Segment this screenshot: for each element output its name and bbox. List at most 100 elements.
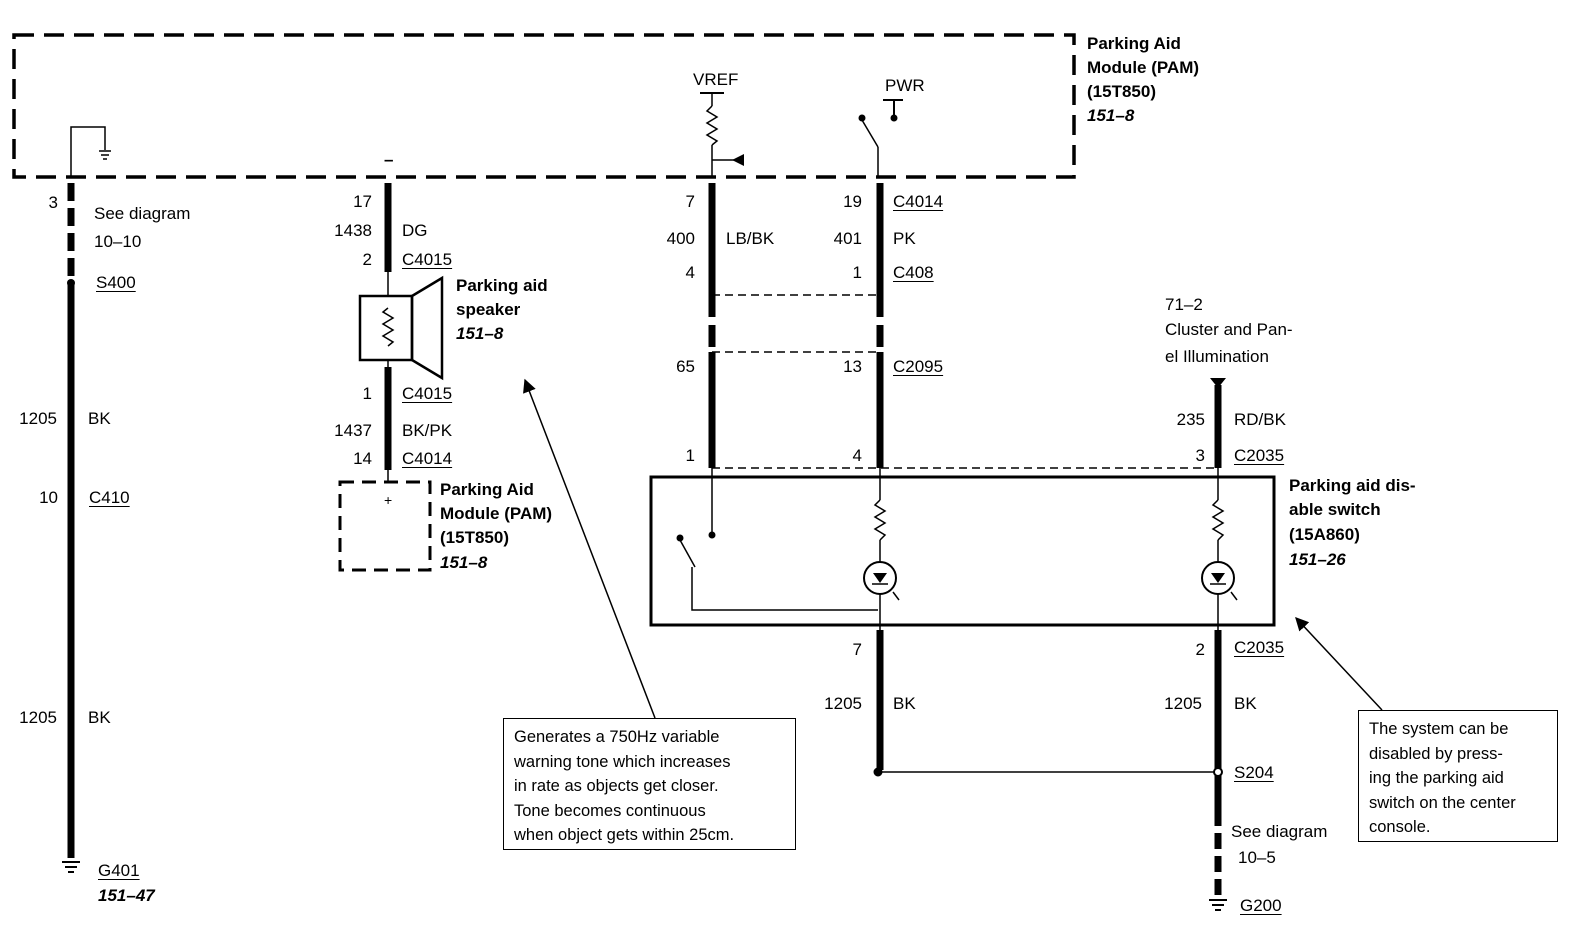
note-right-line: The system can be (1369, 720, 1509, 738)
connector-c4014-left: C4014 (402, 449, 453, 468)
pam-ref: 151–8 (1087, 106, 1135, 125)
ground-g401-ref: 151–47 (98, 886, 155, 905)
circuit-400: 400 (666, 229, 695, 248)
vref-resistor (705, 105, 719, 146)
pam-plus-label: + (384, 492, 393, 508)
note-left-line: warning tone which increases (514, 752, 731, 771)
illumination-line2: el Illumination (1165, 347, 1269, 366)
pin-19: 19 (843, 192, 862, 211)
circuit-1205-right: 1205 (1164, 694, 1202, 713)
speaker-cone (410, 275, 444, 381)
circuit-1437: 1437 (334, 421, 372, 440)
speaker-body (358, 294, 414, 362)
vref-sense-arrow (732, 154, 744, 166)
pin-2-bottom: 2 (1195, 640, 1205, 659)
bottom-see-diagram: See diagram (1231, 822, 1328, 841)
illumination-ref: 71–2 (1165, 295, 1203, 314)
speaker-ref: 151–8 (456, 324, 504, 343)
note-left-line: Tone becomes continuous (514, 801, 706, 820)
connector-c2035-top: C2035 (1234, 446, 1285, 465)
note-left-line: in rate as objects get closer. (514, 777, 719, 795)
speaker-pin-1: 1 (362, 384, 372, 403)
bottom-see-diagram-ref: 10–5 (1238, 848, 1276, 867)
circuit-1438: 1438 (334, 221, 372, 240)
note-disable-switch: The system can be disabled by press- ing… (1358, 710, 1558, 842)
pin-4-c2035: 4 (852, 446, 862, 465)
circuit-235: 235 (1176, 410, 1205, 429)
pam-lower-part-number: (15T850) (440, 528, 509, 547)
note-right-arrow (1295, 617, 1383, 711)
note-speaker-tone: Generates a 750Hz variable warning tone … (503, 718, 796, 850)
color-bkpk: BK/PK (402, 421, 453, 440)
connector-c4015-bottom: C4015 (402, 384, 453, 403)
note-right-line: switch on the center (1369, 793, 1516, 812)
g401-ground-icon (62, 861, 80, 873)
pam-internal-ground-wire (70, 126, 106, 177)
speaker-minus-label: – (384, 150, 394, 169)
left-color-bk: BK (88, 409, 111, 428)
pwr-label: PWR (885, 76, 925, 95)
switch-resistor-2 (1211, 499, 1225, 541)
pam-lower-ref: 151–8 (440, 553, 488, 572)
illumination-feed-arrow (1210, 378, 1226, 388)
speaker-pin-14: 14 (353, 449, 372, 468)
pin-3-c2035: 3 (1195, 446, 1205, 465)
left-circuit-1205: 1205 (19, 409, 57, 428)
switch-box (649, 475, 1276, 627)
pin-65: 65 (676, 357, 695, 376)
color-lbbk: LB/BK (726, 229, 775, 248)
g200-ground-icon (1209, 899, 1227, 911)
left-circuit-1205-b: 1205 (19, 708, 57, 727)
note-right-line: console. (1369, 818, 1431, 836)
left-see-diagram-ref: 10–10 (94, 232, 142, 251)
color-pk: PK (893, 229, 916, 248)
pwr-switch-blade (861, 119, 879, 148)
note-left-line: when object gets within 25cm. (514, 826, 735, 844)
connector-c4014-right: C4014 (893, 192, 944, 211)
color-rdbk: RD/BK (1234, 410, 1286, 429)
pam-part-number: (15T850) (1087, 82, 1156, 101)
connector-c410: C410 (89, 488, 130, 507)
pin-7-top: 7 (685, 192, 695, 211)
note-left-line: Generates a 750Hz variable (514, 728, 720, 746)
switch-title-line2: able switch (1289, 500, 1381, 519)
left-pin-3: 3 (48, 193, 58, 212)
color-dg: DG (402, 221, 428, 240)
note-left-arrow (523, 378, 656, 719)
connector-c408: C408 (893, 263, 934, 282)
speaker-title-line2: speaker (456, 300, 521, 319)
speaker-pin-2: 2 (362, 250, 372, 269)
pam-title-line2: Module (PAM) (1087, 58, 1200, 77)
connector-c4015-top: C4015 (402, 250, 453, 269)
vref-label: VREF (693, 70, 739, 89)
speaker-title-line1: Parking aid (456, 276, 548, 295)
splice-s400: S400 (96, 273, 136, 292)
connector-c2095: C2095 (893, 357, 944, 376)
pin-1-c408: 1 (852, 263, 862, 282)
ground-g200: G200 (1240, 896, 1282, 915)
pam-title-line1: Parking Aid (1087, 34, 1181, 53)
pin-13: 13 (843, 357, 862, 376)
switch-part-number: (15A860) (1289, 525, 1360, 544)
switch-title-line1: Parking aid dis- (1289, 476, 1416, 495)
connector-c2035-bottom: C2035 (1234, 638, 1285, 657)
left-color-bk-b: BK (88, 708, 111, 727)
note-right-line: ing the parking aid (1369, 769, 1504, 787)
pin-7-bottom: 7 (852, 640, 862, 659)
disable-switch-blade (679, 539, 696, 568)
illumination-line1: Cluster and Pan- (1165, 320, 1293, 339)
color-bk-right: BK (1234, 694, 1257, 713)
pam-internal-ground-icon (99, 150, 111, 160)
switch-resistor-1 (873, 499, 887, 541)
pin-1-c2035: 1 (685, 446, 695, 465)
note-right-line: disabled by press- (1369, 744, 1503, 763)
circuit-1205-center: 1205 (824, 694, 862, 713)
pam-lower-title-line1: Parking Aid (440, 480, 534, 499)
speaker-pin-17: 17 (353, 192, 372, 211)
pam-module-box (12, 33, 1076, 179)
splice-s204: S204 (1234, 763, 1274, 782)
pam-lower-box (338, 480, 432, 572)
left-see-diagram: See diagram (94, 204, 191, 223)
pin-4-c408: 4 (685, 263, 695, 282)
